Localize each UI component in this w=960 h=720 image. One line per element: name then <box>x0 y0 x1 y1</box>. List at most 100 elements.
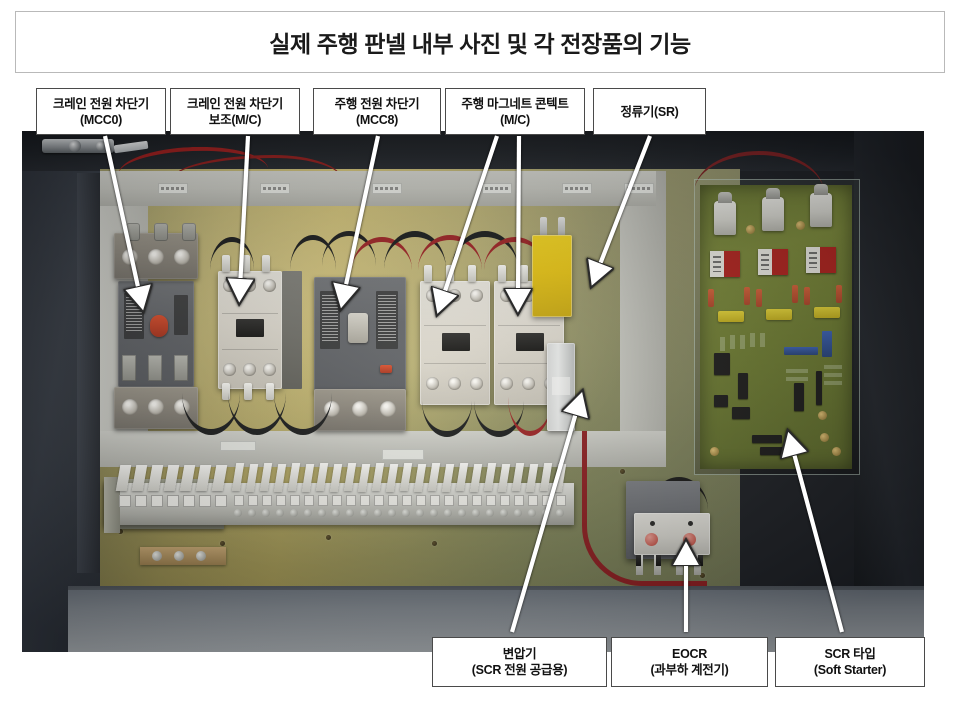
terminal-number <box>332 495 342 506</box>
terminal-number <box>276 495 286 506</box>
terminal-wire-marker <box>427 463 441 491</box>
terminal-number <box>167 495 179 507</box>
rectifier-sr-block <box>532 235 572 317</box>
terminal-number <box>486 495 496 506</box>
terminal-wire-marker <box>483 463 497 491</box>
terminal-number <box>248 495 258 506</box>
callout-scr-line1: SCR 타입 <box>824 647 876 661</box>
terminal-wire-marker <box>441 464 455 492</box>
earth-bolt <box>174 551 184 561</box>
terminal-screw <box>402 509 410 517</box>
terminal-number <box>234 495 244 506</box>
callout-mcc0[interactable]: 크레인 전원 차단기 (MCC0) <box>36 88 166 135</box>
terminal-screw <box>444 509 452 517</box>
scr-terminal-cap <box>762 188 784 231</box>
terminal-wire-marker <box>539 463 553 491</box>
terminal-screw <box>234 509 242 517</box>
terminal-number <box>151 495 163 507</box>
terminal-wire-marker <box>195 465 212 491</box>
scr-capacitor <box>814 307 840 318</box>
terminal-wire-marker <box>211 465 228 491</box>
terminal-wire-marker <box>399 463 413 491</box>
terminal-wire-marker <box>259 463 273 491</box>
terminal-number <box>388 495 398 506</box>
terminal-end-bracket <box>104 477 120 533</box>
callout-mcc8-line2: (MCC8) <box>356 112 398 127</box>
terminal-screw <box>388 509 396 517</box>
terminal-screw <box>374 509 382 517</box>
trunk-label <box>382 449 424 460</box>
terminal-number <box>199 495 211 507</box>
callout-mcc8[interactable]: 주행 전원 차단기 (MCC8) <box>313 88 441 135</box>
callout-transformer-line2: (SCR 전원 공급용) <box>471 663 568 677</box>
terminal-wire-marker <box>553 464 567 492</box>
terminal-screw <box>528 509 536 517</box>
wire-ferrule <box>222 383 230 400</box>
terminal-number <box>500 495 510 506</box>
terminal-wire-marker <box>301 464 315 492</box>
terminal-wire-marker <box>329 464 343 492</box>
terminal-wire-marker <box>179 465 196 491</box>
callout-rectifier[interactable]: 정류기(SR) <box>593 88 706 135</box>
terminal-screw <box>360 509 368 517</box>
earth-bolt <box>196 551 206 561</box>
callout-scr[interactable]: SCR 타입 (Soft Starter) <box>775 637 925 687</box>
trunk-tag <box>158 183 188 194</box>
slide-title-bar: 실제 주행 판넬 내부 사진 및 각 전장품의 기능 <box>15 11 945 73</box>
terminal-wire-marker <box>163 465 180 491</box>
terminal-wire-marker <box>343 463 357 491</box>
terminal-number <box>472 495 482 506</box>
terminal-wire-marker <box>469 464 483 492</box>
callout-aux-contactor[interactable]: 크레인 전원 차단기 보조(M/C) <box>170 88 300 135</box>
terminal-screw <box>500 509 508 517</box>
terminal-screw <box>290 509 298 517</box>
terminal-number <box>318 495 328 506</box>
terminal-wire-marker <box>115 465 132 491</box>
top-red-wire-secondary <box>172 155 342 180</box>
terminal-number <box>514 495 524 506</box>
callout-mcc8-line1: 주행 전원 차단기 <box>334 96 420 111</box>
terminal-number <box>290 495 300 506</box>
terminal-wire-marker <box>131 465 148 491</box>
terminal-number <box>556 495 566 506</box>
callout-mcc0-line2: (MCC0) <box>80 112 122 127</box>
terminal-number <box>402 495 412 506</box>
terminal-wire-marker <box>273 464 287 492</box>
callout-aux-contactor-line1: 크레인 전원 차단기 <box>187 96 283 111</box>
terminal-screw <box>276 509 284 517</box>
trunk-tag <box>260 183 290 194</box>
terminal-wire-marker <box>287 463 301 491</box>
callout-travel-contactor-line1: 주행 마그네트 콘텍트 <box>461 96 569 111</box>
terminal-number <box>360 495 370 506</box>
terminal-wire-marker <box>315 463 329 491</box>
terminal-number <box>458 495 468 506</box>
terminal-screw <box>346 509 354 517</box>
callout-eocr[interactable]: EOCR (과부하 계전기) <box>611 637 768 687</box>
terminal-number <box>304 495 314 506</box>
terminal-screw <box>416 509 424 517</box>
scr-capacitor <box>766 309 792 320</box>
wire-ferrule <box>424 265 432 282</box>
terminal-wire-marker <box>371 463 385 491</box>
wire-ferrule <box>266 383 274 400</box>
callout-rectifier-line1: 정류기(SR) <box>620 104 679 119</box>
scr-soft-starter-board <box>700 184 852 469</box>
terminal-number <box>262 495 272 506</box>
terminal-number <box>119 495 131 507</box>
terminal-wire-marker <box>413 464 427 492</box>
terminal-number <box>416 495 426 506</box>
terminal-cap <box>182 223 196 241</box>
terminal-wire-marker <box>147 465 164 491</box>
terminal-number <box>183 495 195 507</box>
terminal-cap <box>154 223 168 241</box>
terminal-wire-marker <box>231 463 245 491</box>
terminal-number <box>444 495 454 506</box>
terminal-wire-marker <box>245 464 259 492</box>
bottom-red-cable <box>582 431 707 586</box>
callout-transformer[interactable]: 변압기 (SCR 전원 공급용) <box>432 637 607 687</box>
terminal-number <box>215 495 227 507</box>
callout-travel-contactor[interactable]: 주행 마그네트 콘텍트 (M/C) <box>445 88 585 135</box>
terminal-screw <box>262 509 270 517</box>
terminal-wire-marker <box>525 464 539 492</box>
